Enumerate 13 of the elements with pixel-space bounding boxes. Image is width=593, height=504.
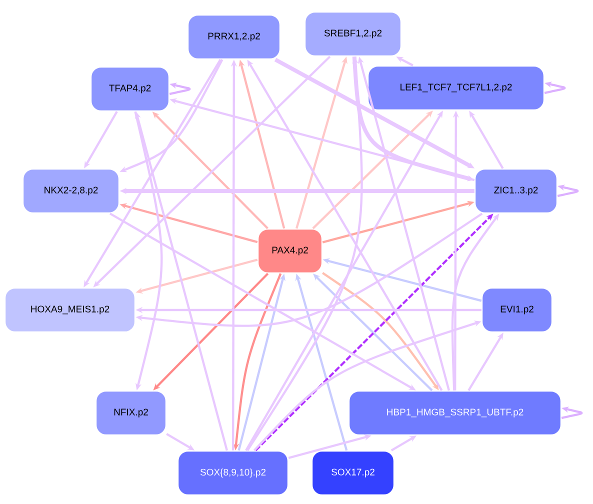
process-box: HBP1_HMGB_SSRP1_UBTF.p2 xyxy=(348,390,562,436)
process-box: PRRX1,2.p2 xyxy=(187,14,281,60)
process-box: PAX4.p2 xyxy=(257,228,323,274)
process-box: ZIC1..3.p2 xyxy=(474,168,558,214)
process-box: HOXA9_MEIS1.p2 xyxy=(4,287,136,333)
process-box: SREBF1,2.p2 xyxy=(304,11,402,57)
process-box: EVI1.p2 xyxy=(481,287,553,333)
process-box: NKX2-2,8.p2 xyxy=(22,168,120,214)
process-box: NFIX.p2 xyxy=(95,390,167,436)
process-box: TFAP4.p2 xyxy=(90,66,170,112)
process-box: SOX17.p2 xyxy=(311,450,395,496)
process-box: LEF1_TCF7_TCF7L1,2.p2 xyxy=(367,65,545,111)
process-box: SOX{8,9,10}.p2 xyxy=(177,450,289,496)
